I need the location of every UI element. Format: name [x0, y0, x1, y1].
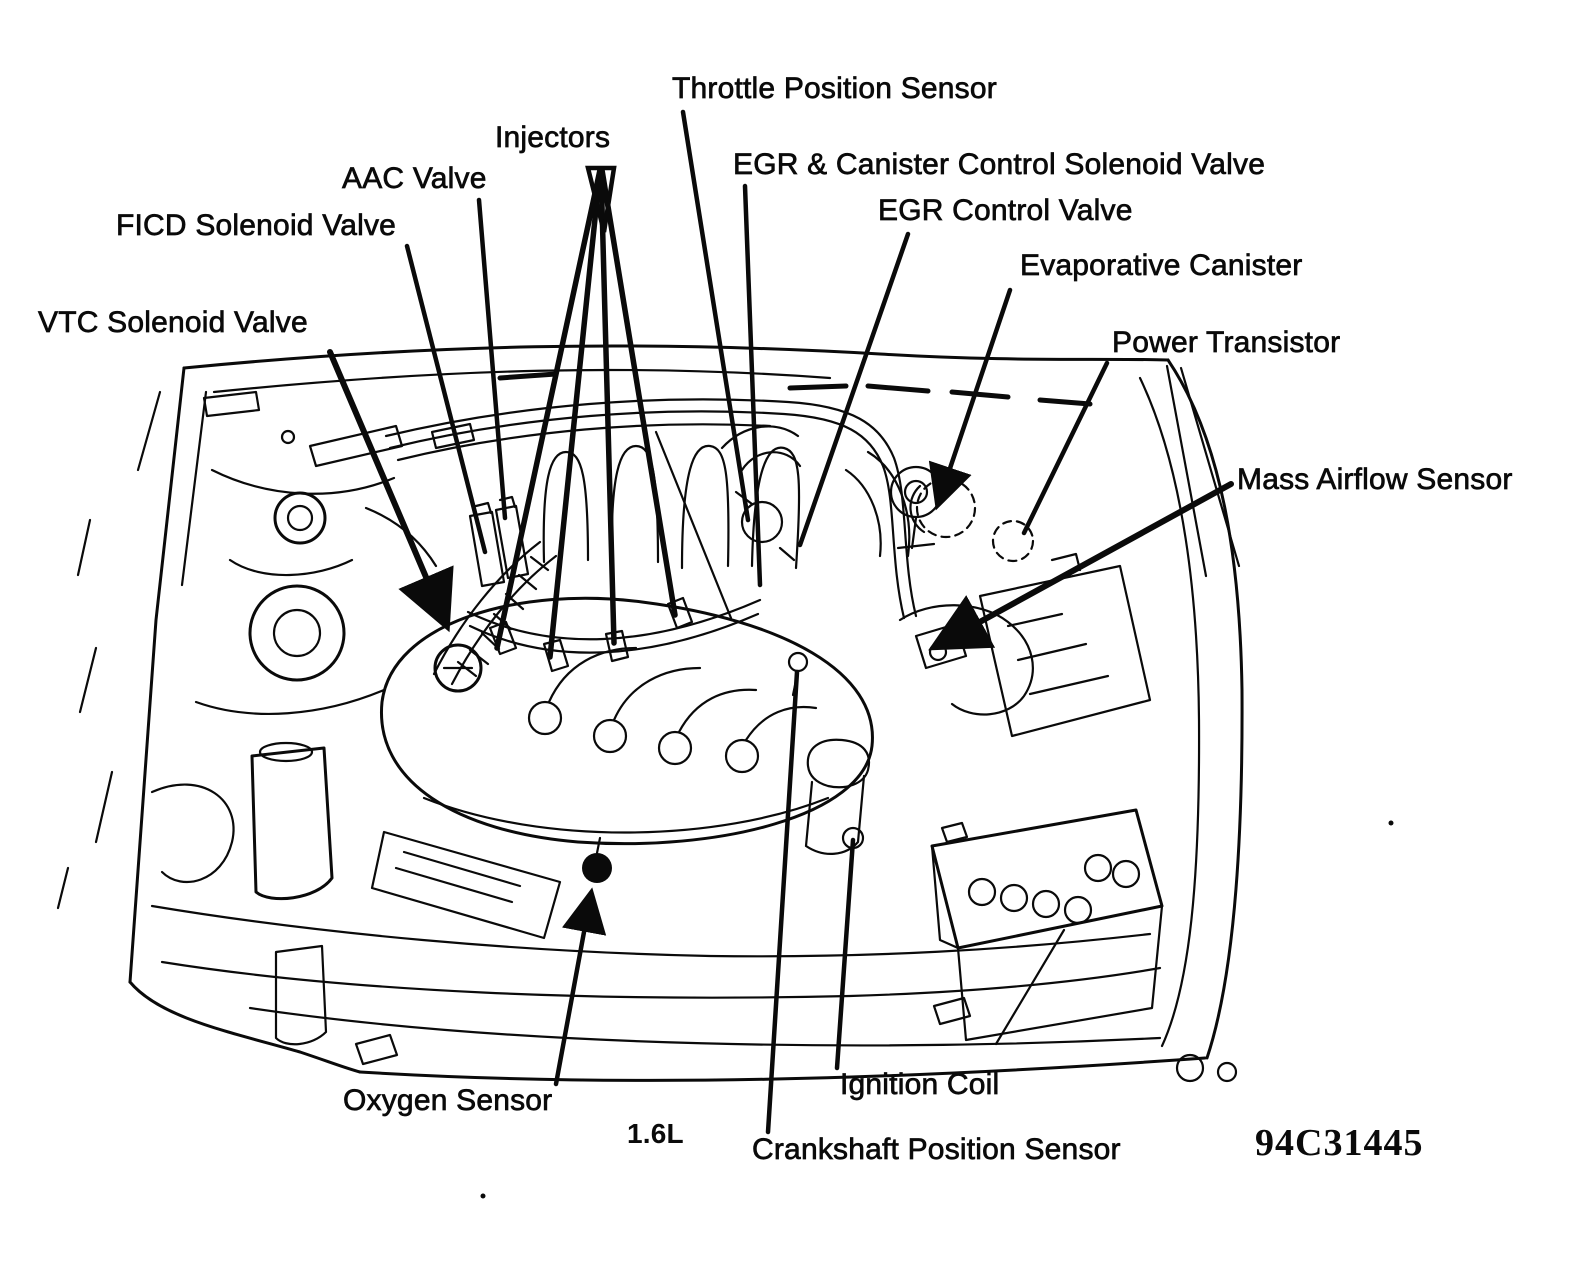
leader-lines — [327, 109, 1234, 1135]
engine-bay-drawing — [56, 344, 1394, 1199]
label-power-transistor: Power Transistor — [1112, 326, 1341, 359]
front-lower-edge — [128, 980, 362, 1074]
label-oxygen-sensor: Oxygen Sensor — [343, 1084, 553, 1117]
label-aac-valve: AAC Valve — [342, 162, 487, 195]
battery-cap — [1063, 895, 1093, 925]
leader-injector-1 — [494, 167, 603, 651]
leader-vtc-solenoid-valve — [327, 349, 454, 633]
bolt — [280, 429, 296, 445]
crank-sensor-part — [787, 651, 809, 673]
leader-ignition-coil — [834, 837, 856, 1071]
apron-curves — [194, 468, 396, 716]
left-hatch — [56, 390, 162, 910]
leader-crankshaft-position-sensor — [765, 669, 800, 1135]
strut-tower — [248, 584, 346, 682]
battery-body — [930, 844, 1164, 1042]
leader-ficd-solenoid-valve — [404, 243, 488, 555]
power-transistor-part — [991, 519, 1035, 563]
washer-reservoir — [250, 746, 334, 901]
right-fender-line — [1166, 358, 1244, 1060]
leader-egr-canister-control-solenoid-valve — [742, 183, 763, 588]
oxygen-sensor-part — [582, 853, 612, 883]
battery-cap — [1031, 889, 1061, 919]
cowl-dashes — [497, 371, 1093, 407]
plenum-arcs — [844, 450, 911, 558]
injector-body-3 — [604, 629, 630, 663]
valve-cover — [380, 596, 874, 846]
intake-duct — [898, 604, 1034, 716]
label-evaporative-canister: Evaporative Canister — [1020, 249, 1303, 282]
hose-loop — [150, 783, 235, 884]
distributor — [806, 738, 871, 789]
cowl-second-line — [212, 368, 832, 394]
left-fender-inner — [180, 390, 208, 587]
bottom-rail-inner — [248, 1006, 1162, 1047]
plug-boot-1 — [527, 700, 563, 736]
harness — [384, 398, 918, 618]
cowl-top-line — [182, 344, 1170, 370]
leader-aac-valve — [476, 197, 508, 521]
label-vtc-solenoid-valve: VTC Solenoid Valve — [38, 306, 308, 339]
label-throttle-position-sensor: Throttle Position Sensor — [672, 72, 997, 105]
leader-evaporative-canister — [928, 287, 1013, 511]
label-mass-airflow-sensor: Mass Airflow Sensor — [1237, 463, 1513, 496]
battery-cap — [967, 877, 997, 907]
leader-injector-3 — [598, 167, 617, 646]
left-fender-line — [128, 366, 186, 984]
label-egr-control-valve: EGR Control Valve — [878, 194, 1133, 227]
battery-cap — [1083, 853, 1113, 883]
leader-mass-airflow-sensor — [928, 481, 1234, 651]
leader-injector-2 — [547, 167, 603, 660]
hood-hinge — [202, 390, 261, 418]
intake-runner-1 — [542, 450, 590, 564]
lower-lines — [150, 904, 1152, 958]
solenoid-pair — [468, 504, 530, 588]
plug-boot-2 — [592, 718, 628, 754]
label-ignition-coil: Ignition Coil — [840, 1068, 1000, 1101]
battery-cap — [1111, 859, 1141, 889]
leader-injectors-apex — [585, 165, 617, 233]
bracket — [308, 424, 404, 468]
valve-cover-lower — [422, 796, 830, 834]
lower-reservoir — [274, 944, 328, 1046]
bracket-2 — [430, 422, 476, 450]
right-wedge — [1165, 364, 1241, 578]
battery-cap — [999, 883, 1029, 913]
hood-prop-rod — [654, 430, 733, 620]
label-drawing-number: 94C31445 — [1255, 1122, 1424, 1164]
oil-filler-cap — [433, 643, 483, 693]
leader-egr-control-valve — [797, 231, 911, 548]
air-box — [978, 564, 1152, 738]
injector-body-4 — [666, 596, 694, 630]
label-displacement: 1.6L — [627, 1118, 684, 1149]
label-injectors: Injectors — [495, 121, 611, 154]
injector-body-2 — [542, 638, 570, 673]
leader-throttle-position-sensor — [680, 109, 751, 523]
bottom-rail — [358, 1056, 1207, 1082]
strut-cap-upper — [273, 491, 327, 545]
intake-runner-3 — [680, 444, 730, 570]
heat-shield — [370, 830, 562, 940]
leader-injector-4 — [599, 167, 678, 618]
plug-boot-4 — [724, 738, 760, 774]
leader-oxygen-sensor — [553, 887, 607, 1087]
throttle-body — [740, 500, 784, 544]
plug-boot-3 — [657, 730, 693, 766]
plug-wires — [547, 646, 818, 742]
battery-top — [930, 808, 1164, 950]
label-ficd-solenoid-valve: FICD Solenoid Valve — [116, 209, 397, 242]
label-crankshaft-position-sensor: Crankshaft Position Sensor — [752, 1133, 1121, 1166]
label-egr-canister-control-solenoid-valve: EGR & Canister Control Solenoid Valve — [733, 148, 1266, 181]
evap-canister — [915, 477, 977, 539]
leader-power-transistor — [1021, 360, 1110, 536]
right-fender-inner — [1138, 376, 1201, 1048]
